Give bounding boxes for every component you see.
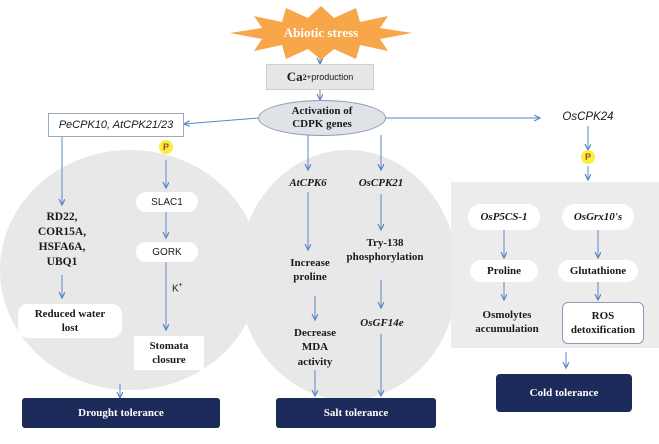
drought-background <box>0 150 260 390</box>
try-line2: phosphorylation <box>346 251 424 264</box>
salt-background <box>238 150 458 400</box>
cold-tolerance-label: Cold tolerance <box>529 387 599 399</box>
osmo-line2: accumulation <box>475 323 539 335</box>
reduced-line1: Reduced water <box>34 307 106 320</box>
genes-line3: HSFA6A, <box>38 240 86 253</box>
left-phosphate-label: P <box>162 142 169 152</box>
genes-label: RD22, COR15A, HSFA6A, UBQ1 <box>20 210 104 270</box>
activation-ellipse: Activation of CDPK genes <box>258 100 386 136</box>
proline-cloud: Proline <box>470 260 538 282</box>
genes-line4: UBQ1 <box>46 255 78 268</box>
gork-box: GORK <box>136 242 198 262</box>
ros-line1: ROS <box>591 309 615 322</box>
genes-line1: RD22, <box>46 211 78 223</box>
left-phosphate-icon: P <box>159 140 173 154</box>
salt-tolerance-label: Salt tolerance <box>323 407 389 419</box>
gork-label: GORK <box>152 246 182 258</box>
drought-tolerance-label: Drought tolerance <box>78 407 164 419</box>
proline-line2: proline <box>293 271 327 284</box>
osgrx-label: OsGrx10's <box>573 210 623 223</box>
abiotic-stress-label: Abiotic stress <box>283 25 359 40</box>
cold-tolerance-box: Cold tolerance <box>496 374 632 412</box>
ca-superscript: 2+ <box>302 72 312 82</box>
glutathione-label: Glutathione <box>569 264 627 277</box>
left-header-label: PeCPK10, AtCPK21/23 <box>58 119 174 131</box>
abiotic-stress-burst <box>230 6 412 60</box>
ros-line2: detoxification <box>570 324 636 336</box>
increase-proline-label: Increase proline <box>278 256 342 285</box>
stomata-line2: closure <box>152 354 186 366</box>
stomata-box: Stomata closure <box>134 336 204 370</box>
salt-tolerance-box: Salt tolerance <box>276 398 436 428</box>
drought-tolerance-box: Drought tolerance <box>22 398 220 428</box>
genes-line2: COR15A, <box>37 225 87 238</box>
osmo-line1: Osmolytes <box>482 308 532 321</box>
oscpk21-label: OsCPK21 <box>358 177 404 189</box>
activation-line2: CDPK genes <box>292 118 352 130</box>
reduced-line2: lost <box>61 322 79 334</box>
osp5cs-cloud: OsP5CS-1 <box>468 204 540 230</box>
ros-box: ROS detoxification <box>562 302 644 344</box>
slac1-box: SLAC1 <box>136 192 198 212</box>
arrow-activation-to-left <box>184 117 259 124</box>
glutathione-cloud: Glutathione <box>558 260 638 282</box>
mda-line3: activity <box>297 355 333 368</box>
right-phosphate-label: P <box>584 152 591 162</box>
k-superscript: + <box>178 282 183 289</box>
reduced-water-box: Reduced water lost <box>18 304 122 338</box>
mda-line1: Decrease <box>294 327 336 339</box>
ca-label: Ca <box>286 69 303 84</box>
mda-line2: MDA <box>301 341 329 354</box>
osgf-label: OsGF14e <box>360 317 404 329</box>
try-label: Try-138 phosphorylation <box>340 236 430 265</box>
oscpk24-label: OsCPK24 <box>562 111 614 123</box>
osp5cs-label: OsP5CS-1 <box>480 210 528 223</box>
stomata-line1: Stomata <box>149 339 189 352</box>
ca-production-label: production <box>311 72 354 82</box>
atcpk6-label: AtCPK6 <box>289 177 327 189</box>
osmolytes-box: Osmolytes accumulation <box>466 302 548 342</box>
activation-line1: Activation of <box>291 105 353 118</box>
proline-line1: Increase <box>290 257 330 269</box>
left-header-box: PeCPK10, AtCPK21/23 <box>48 113 184 137</box>
potassium-label: K+ <box>172 282 183 294</box>
try-line1: Try-138 <box>366 237 404 249</box>
osgrx-cloud: OsGrx10's <box>562 204 634 230</box>
right-phosphate-icon: P <box>581 150 595 164</box>
k-label: K <box>172 283 179 295</box>
decrease-mda-label: Decrease MDA activity <box>284 326 346 369</box>
proline-label: Proline <box>486 264 521 277</box>
slac1-label: SLAC1 <box>151 196 183 208</box>
